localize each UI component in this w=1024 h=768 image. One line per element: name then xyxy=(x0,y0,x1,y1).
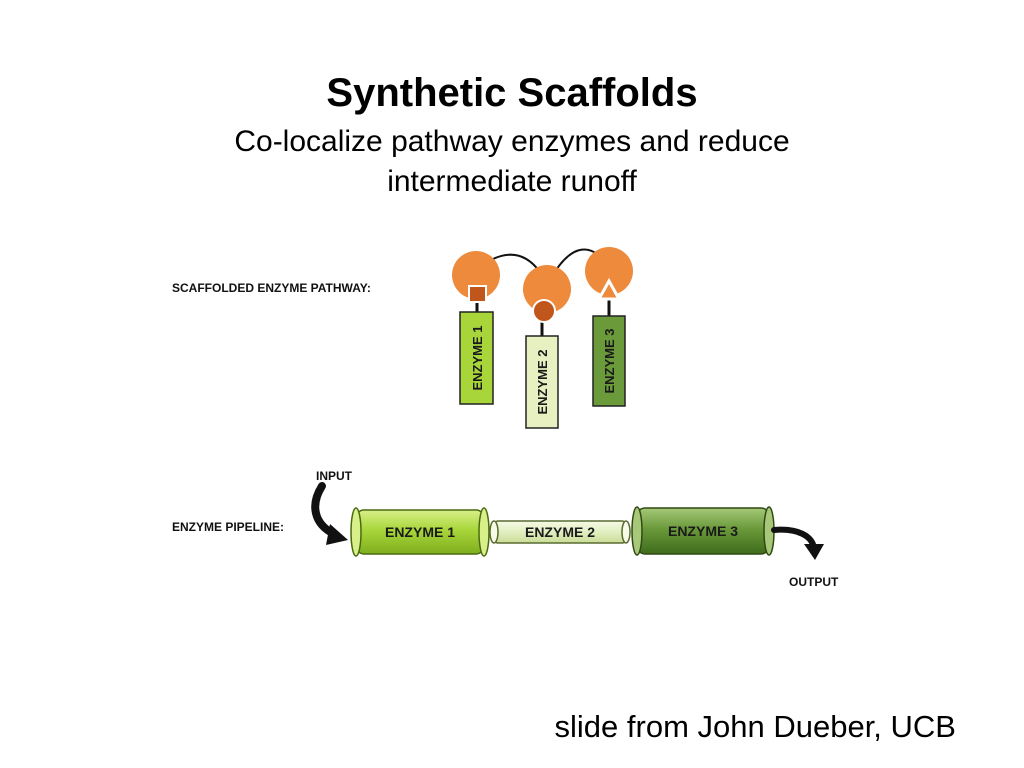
scaffold-domain-3 xyxy=(585,247,633,295)
pipeline-enzyme-2-cap-left xyxy=(489,520,499,544)
slide-title: Synthetic Scaffolds xyxy=(326,71,698,115)
output-arrowhead-icon xyxy=(804,544,824,560)
scaffold-enzyme-1-box xyxy=(459,311,494,405)
input-label: INPUT xyxy=(316,469,353,483)
circle-ligand-icon xyxy=(532,299,556,323)
slide-subtitle: Co-localize pathway enzymes and reduce i… xyxy=(234,125,790,198)
enzyme-pipeline-label: ENZYME PIPELINE: xyxy=(172,520,284,534)
triangle-ligand-icon xyxy=(596,277,622,301)
scaffold-enzyme-1-label: ENZYME 1 xyxy=(470,325,485,390)
square-ligand-icon xyxy=(468,285,487,303)
pipeline-enzyme-2-cap-right xyxy=(621,520,631,544)
scaffold-enzyme-2-box xyxy=(525,335,559,429)
pipeline-enzyme-1-cap-right xyxy=(478,507,490,557)
output-label: OUTPUT xyxy=(789,575,839,589)
pipeline-enzyme-3-cap-left xyxy=(631,506,643,556)
pipeline-enzyme-1-label: ENZYME 1 xyxy=(385,524,455,540)
scaffold-enzyme-3-label: ENZYME 3 xyxy=(602,328,617,393)
pipeline-enzyme-1-cap-left xyxy=(350,507,362,557)
scaffold-domain-1 xyxy=(452,251,500,299)
scaffold-pathway-label: SCAFFOLDED ENZYME PATHWAY: xyxy=(172,281,371,295)
scaffold-domain-2 xyxy=(523,265,571,313)
pipeline-enzyme-3-label: ENZYME 3 xyxy=(668,523,738,539)
pipeline-enzyme-2-label: ENZYME 2 xyxy=(525,524,595,540)
scaffold-enzyme-3-box xyxy=(592,315,626,407)
slide-credit: slide from John Dueber, UCB xyxy=(554,709,956,744)
input-arrowhead-icon xyxy=(326,524,348,545)
scaffold-enzyme-2-label: ENZYME 2 xyxy=(535,349,550,414)
